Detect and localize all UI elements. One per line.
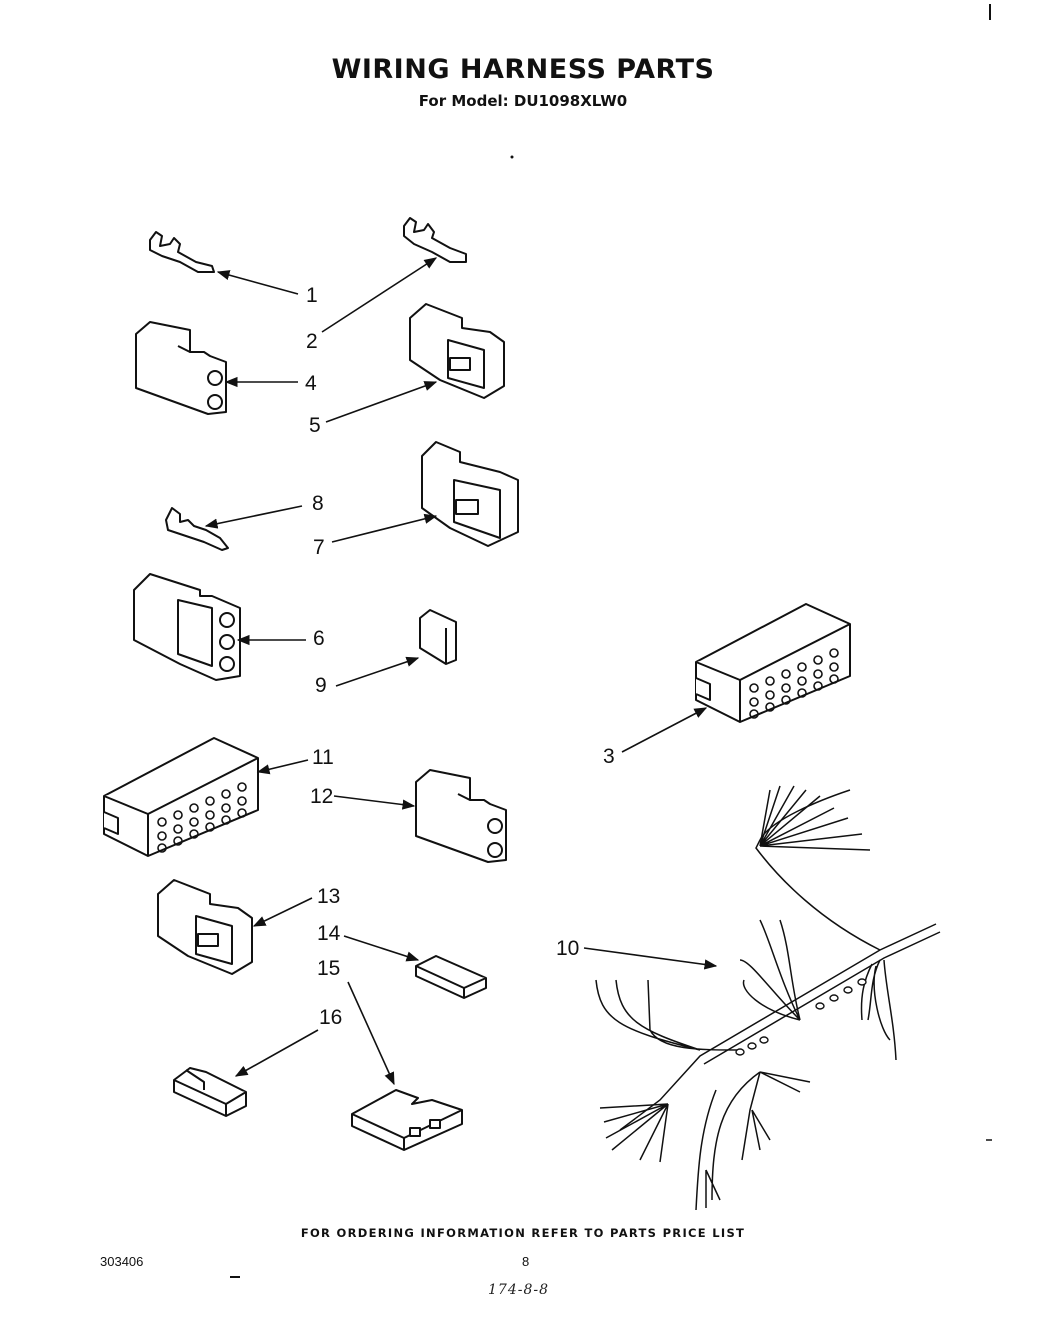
callout-4: 4 — [305, 372, 317, 395]
callout-12: 12 — [310, 785, 333, 808]
leader-1 — [216, 270, 299, 295]
ordering-info-note: FOR ORDERING INFORMATION REFER TO PARTS … — [300, 1226, 746, 1240]
part-5-housing — [409, 303, 505, 399]
model-subtitle: For Model: DU1098XLW0 — [418, 92, 628, 110]
leader-lines — [204, 257, 718, 1086]
page-title: WIRING HARNESS PARTS — [331, 54, 715, 85]
leader-3 — [621, 707, 708, 753]
callout-9: 9 — [315, 674, 327, 697]
callout-6: 6 — [313, 627, 325, 650]
part-6-connector — [133, 573, 241, 681]
callout-2: 2 — [306, 330, 318, 353]
part-10-wiring-harness — [595, 785, 941, 1211]
part-13-housing — [157, 879, 253, 975]
leader-12 — [333, 795, 416, 810]
callout-7: 7 — [313, 536, 325, 559]
part-8-terminal — [165, 507, 229, 551]
callout-labels: 1 2 3 4 5 6 7 8 9 10 11 12 13 14 15 16 — [305, 284, 615, 1029]
leader-16 — [234, 1029, 319, 1077]
callout-13: 13 — [317, 885, 340, 908]
callout-11: 11 — [312, 746, 334, 769]
part-12-connector — [415, 769, 507, 863]
page-number: 8 — [522, 1254, 530, 1269]
leader-11 — [256, 759, 309, 775]
leader-13 — [252, 897, 313, 927]
leader-5 — [325, 381, 438, 423]
callout-10: 10 — [556, 937, 579, 960]
callout-8: 8 — [312, 492, 324, 515]
part-11-multipin-block — [103, 737, 259, 857]
callout-16: 16 — [319, 1006, 342, 1029]
scan-dot — [510, 155, 514, 159]
part-4-connector — [135, 321, 227, 415]
leader-9 — [335, 656, 420, 687]
leader-7 — [331, 513, 438, 543]
part-2-terminal — [403, 217, 467, 263]
part-15-bracket — [351, 1089, 463, 1151]
part-1-terminal — [149, 231, 215, 273]
callout-5: 5 — [309, 414, 321, 437]
part-16-clip — [173, 1067, 247, 1117]
callout-14: 14 — [317, 922, 341, 945]
part-14-clip — [415, 955, 487, 999]
callout-3: 3 — [603, 745, 615, 768]
document-number: 303406 — [100, 1254, 144, 1269]
callout-1: 1 — [306, 284, 318, 307]
part-9-clip — [419, 609, 457, 665]
part-7-housing — [421, 441, 519, 547]
leader-14 — [343, 935, 420, 962]
leader-10 — [583, 947, 718, 970]
leader-15 — [347, 981, 395, 1086]
part-3-multipin-block — [695, 603, 851, 723]
handwritten-code: 174-8-8 — [488, 1282, 549, 1298]
leader-8 — [204, 505, 303, 529]
leader-2 — [321, 257, 438, 333]
callout-15: 15 — [317, 957, 340, 980]
